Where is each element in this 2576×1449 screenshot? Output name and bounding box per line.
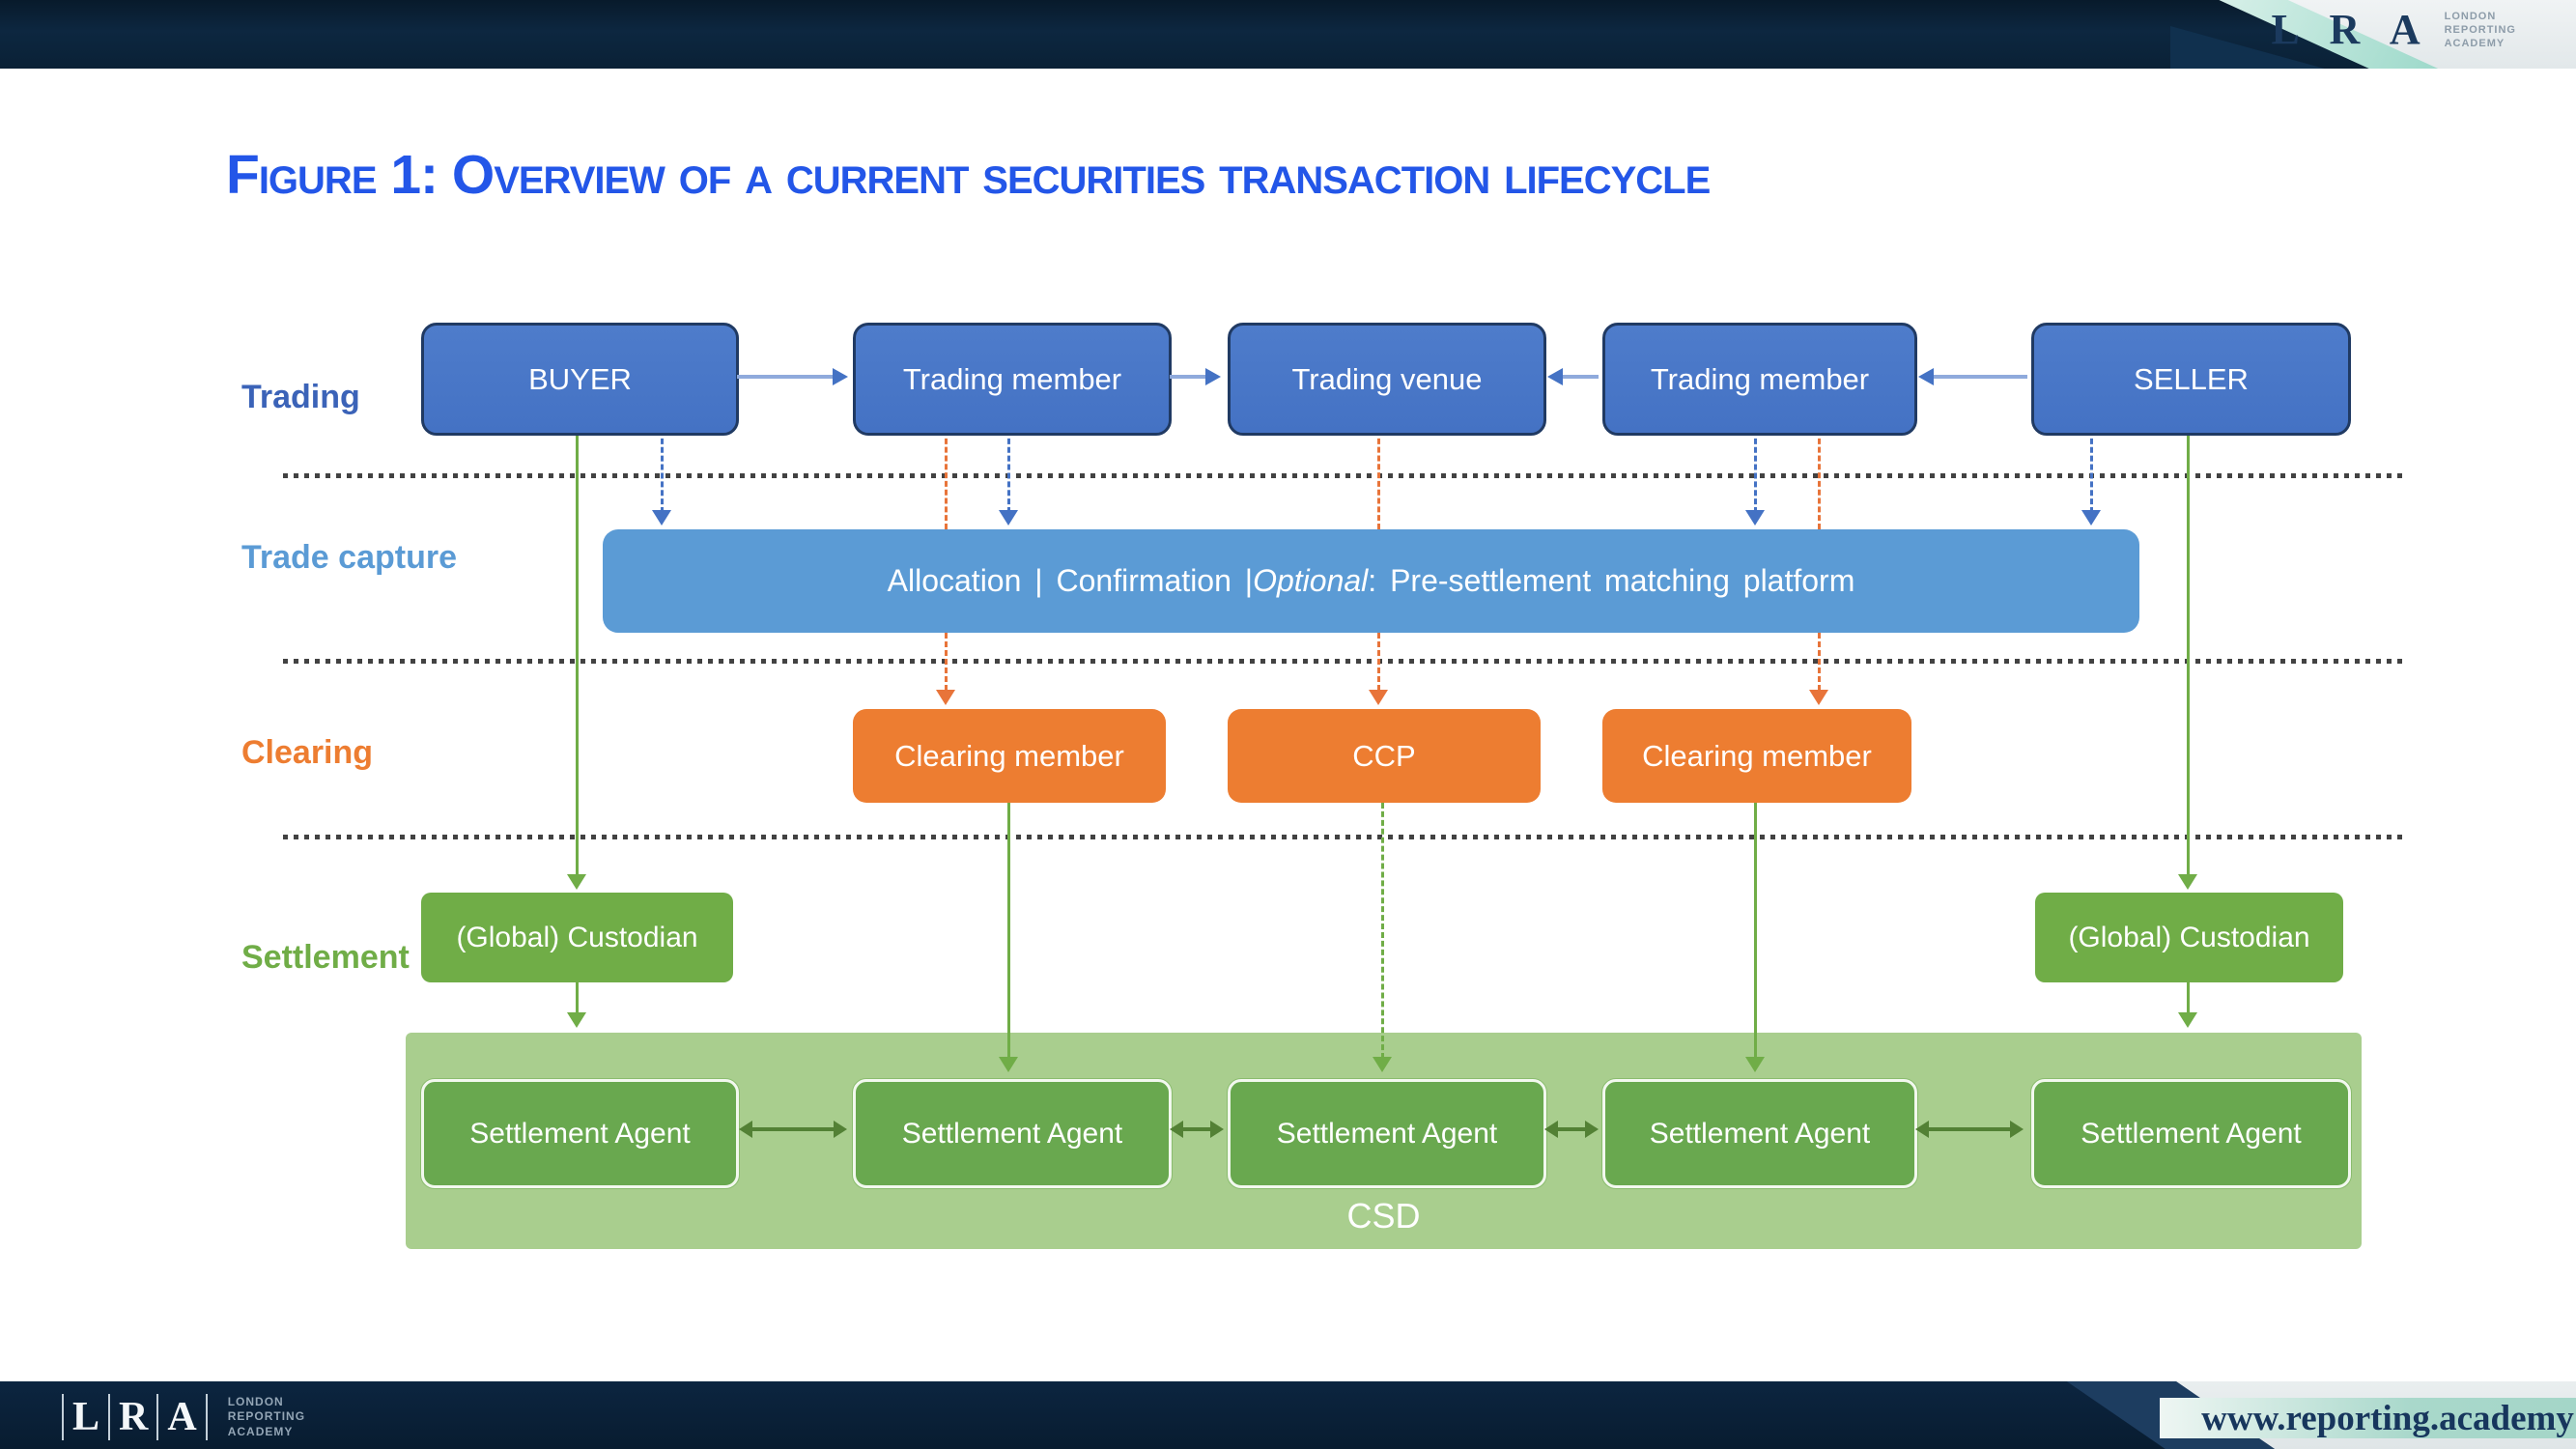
- arrowhead-tmleft-capture: [999, 510, 1018, 526]
- lra-logo-top: L R A LONDON REPORTING ACADEMY: [2272, 9, 2516, 51]
- lra-wordmark: LONDON REPORTING ACADEMY: [2445, 11, 2516, 49]
- box-settlement-agent-5: Settlement Agent: [2031, 1079, 2351, 1188]
- capture-text-optional: Optional: [1253, 563, 1369, 598]
- lra-word-academy: ACADEMY: [227, 1424, 294, 1438]
- connector-tmleft-capture: [1007, 430, 1010, 513]
- arrow-member-to-venue-left: [1547, 368, 1599, 385]
- arrow-agent2-agent3: [1170, 1121, 1224, 1138]
- arrowhead-buyer-capture: [652, 510, 671, 526]
- arrowhead-csd-left: [567, 1012, 586, 1028]
- lra-logo-bottom: L R A LONDON REPORTING ACADEMY: [53, 1394, 305, 1440]
- logo-pipe: [156, 1394, 159, 1440]
- capture-text-pre: Allocation | Confirmation |: [887, 563, 1254, 598]
- arrowhead-tmright-capture: [1745, 510, 1765, 526]
- logo-letter-l: L: [72, 1395, 100, 1439]
- figure-title: Figure 1: Overview of a current securiti…: [226, 144, 1711, 206]
- connector-custodianleft-csd: [576, 982, 579, 1015]
- connector-clearingleft-agent: [1007, 803, 1010, 1059]
- arrowhead-clearing-right: [1809, 690, 1828, 705]
- logo-pipe: [62, 1394, 64, 1440]
- arrowhead-csd-right: [2178, 1012, 2197, 1028]
- arrowhead-agent-4: [1745, 1057, 1765, 1072]
- connector-venue-ccp-upper: [1377, 430, 1380, 529]
- connector-clearingright-agent: [1754, 803, 1757, 1059]
- lra-word-london: LONDON: [227, 1395, 284, 1409]
- arrowhead-agent-3: [1373, 1057, 1392, 1072]
- box-seller: SELLER: [2031, 323, 2351, 436]
- box-ccp: CCP: [1228, 709, 1541, 803]
- separator-dotted-2: [283, 659, 2407, 664]
- box-settlement-agent-4: Settlement Agent: [1602, 1079, 1917, 1188]
- row-label-trading: Trading: [241, 379, 360, 415]
- arrowhead-agent-2: [999, 1057, 1018, 1072]
- lra-wordmark-bottom: LONDON REPORTING ACADEMY: [228, 1396, 305, 1438]
- arrow-agent1-agent2: [739, 1121, 847, 1138]
- bottom-right-corner-decoration: www.reporting.academy: [2028, 1381, 2576, 1449]
- capture-text-post: : Pre-settlement matching platform: [1368, 563, 1855, 598]
- connector-tmleft-clearing-lower: [945, 633, 948, 691]
- connector-tmright-clearing-lower: [1818, 633, 1821, 691]
- arrow-buyer-to-member: [737, 368, 848, 385]
- box-trading-venue: Trading venue: [1228, 323, 1546, 436]
- top-right-corner-decoration: L R A LONDON REPORTING ACADEMY: [2170, 0, 2576, 69]
- arrow-agent4-agent5: [1915, 1121, 2024, 1138]
- connector-seller-custodian: [2187, 430, 2190, 874]
- box-custodian-right: (Global) Custodian: [2035, 893, 2343, 982]
- arrowhead-buyer-custodian: [567, 874, 586, 890]
- csd-label: CSD: [1346, 1196, 1421, 1236]
- connector-tmleft-clearing-upper: [945, 430, 948, 529]
- arrowhead-ccp: [1369, 690, 1388, 705]
- arrow-agent3-agent4: [1544, 1121, 1599, 1138]
- arrow-member-to-venue: [1170, 368, 1221, 385]
- box-trading-member-right: Trading member: [1602, 323, 1917, 436]
- box-custodian-left: (Global) Custodian: [421, 893, 733, 982]
- arrowhead-seller-custodian: [2178, 874, 2197, 890]
- lra-word-reporting: REPORTING: [2444, 23, 2516, 36]
- lra-word-london: LONDON: [2444, 10, 2497, 22]
- url-banner: www.reporting.academy: [2160, 1398, 2576, 1438]
- box-clearing-member-left: Clearing member: [853, 709, 1166, 803]
- top-navy-bar: [0, 0, 2576, 69]
- lra-word-reporting: REPORTING: [227, 1409, 306, 1424]
- connector-venue-ccp-lower: [1377, 633, 1380, 691]
- separator-dotted-3: [283, 835, 2407, 839]
- logo-letter-a: A: [167, 1395, 197, 1439]
- row-label-trade-capture: Trade capture: [241, 539, 457, 576]
- arrowhead-seller-capture: [2081, 510, 2101, 526]
- connector-buyer-capture: [661, 430, 664, 513]
- box-clearing-member-right: Clearing member: [1602, 709, 1911, 803]
- logo-pipe: [205, 1394, 208, 1440]
- arrow-seller-to-member: [1918, 368, 2027, 385]
- box-trading-member-left: Trading member: [853, 323, 1172, 436]
- box-settlement-agent-1: Settlement Agent: [421, 1079, 739, 1188]
- logo-pipe: [108, 1394, 111, 1440]
- connector-buyer-custodian: [576, 430, 579, 874]
- box-settlement-agent-3: Settlement Agent: [1228, 1079, 1546, 1188]
- connector-seller-capture: [2090, 430, 2093, 513]
- box-buyer: BUYER: [421, 323, 739, 436]
- box-settlement-agent-2: Settlement Agent: [853, 1079, 1172, 1188]
- connector-tmright-clearing-upper: [1818, 430, 1821, 529]
- arrowhead-clearing-left: [936, 690, 955, 705]
- connector-ccp-agent: [1381, 803, 1384, 1059]
- connector-tmright-capture: [1754, 430, 1757, 513]
- row-label-settlement: Settlement: [241, 939, 410, 976]
- lra-word-academy: ACADEMY: [2444, 38, 2505, 50]
- lra-letters: L R A: [2271, 6, 2431, 53]
- website-link[interactable]: www.reporting.academy: [2201, 1398, 2574, 1438]
- connector-custodianright-csd: [2187, 982, 2190, 1015]
- trade-capture-bar: Allocation | Confirmation | Optional : P…: [603, 529, 2139, 633]
- separator-dotted-1: [283, 473, 2407, 478]
- row-label-clearing: Clearing: [241, 734, 374, 771]
- logo-letter-r: R: [119, 1395, 149, 1439]
